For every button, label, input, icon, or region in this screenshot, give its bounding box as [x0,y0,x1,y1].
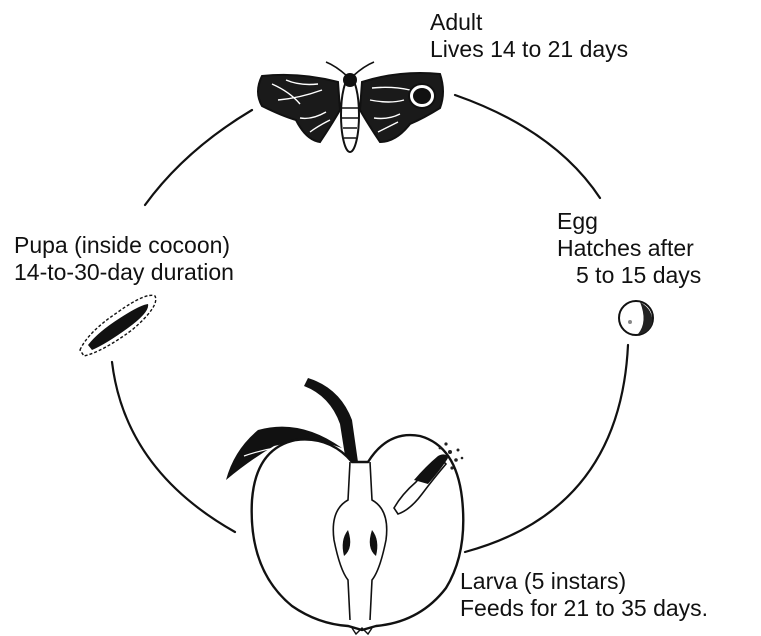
larva-title: Larva (5 instars) [460,568,708,595]
moth-body [341,78,359,152]
arc-larva-to-pupa [112,362,235,532]
arc-pupa-to-adult [145,110,252,205]
arc-adult-to-egg [455,95,600,198]
egg-detail-1: Hatches after [557,235,701,262]
egg-label: Egg Hatches after 5 to 15 days [557,208,701,289]
egg-detail-2: 5 to 15 days [557,262,701,289]
arc-egg-to-larva [465,345,628,552]
moth-illustration [258,62,443,152]
pupa-illustration [80,295,156,356]
larva-detail: Feeds for 21 to 35 days. [460,595,708,622]
egg-illustration [619,301,653,335]
egg-speckle [628,320,632,324]
frass-dot [444,442,447,445]
pupa-title: Pupa (inside cocoon) [14,232,234,259]
larva-label: Larva (5 instars) Feeds for 21 to 35 day… [460,568,708,622]
frass-dot [439,447,442,450]
adult-title: Adult [430,9,628,36]
frass-dot [448,450,452,454]
adult-detail: Lives 14 to 21 days [430,36,628,63]
pupa-detail: 14-to-30-day duration [14,259,234,286]
egg-title: Egg [557,208,701,235]
apple-illustration [226,378,463,634]
frass-dot [454,458,458,462]
adult-label: Adult Lives 14 to 21 days [430,9,628,63]
moth-right-wing [360,73,443,142]
moth-left-wing [258,75,340,142]
frass-dot [461,457,464,460]
pupa-body [88,304,148,350]
pupa-label: Pupa (inside cocoon) 14-to-30-day durati… [14,232,234,286]
moth-wing-eyespot-center [414,89,430,103]
frass-dot [457,449,460,452]
frass-dot [450,466,453,469]
